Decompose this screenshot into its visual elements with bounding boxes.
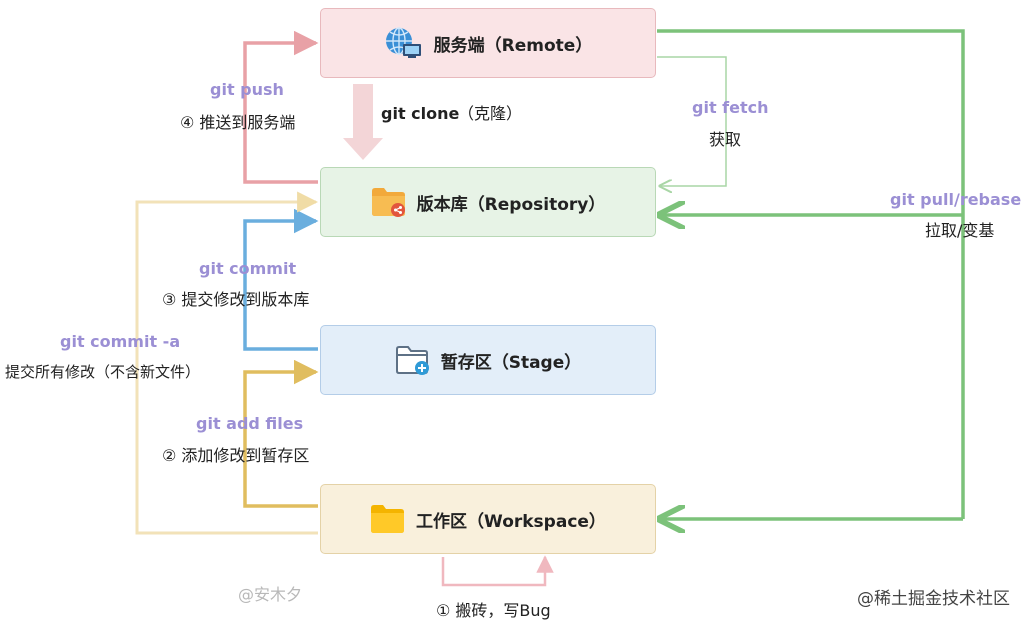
fetch-command: git fetch <box>692 98 769 117</box>
work-loop-arrow <box>441 555 554 587</box>
clone-command: git clone <box>381 104 460 123</box>
stage-node: 暂存区（Stage） <box>320 325 656 395</box>
site-watermark: @稀土掘金技术社区 <box>857 589 1010 609</box>
author-watermark: @安木夕 <box>238 585 303 604</box>
fetch-description: 获取 <box>709 130 742 149</box>
pull-description: 拉取/变基 <box>925 221 995 240</box>
push-description: ④ 推送到服务端 <box>180 113 296 132</box>
clone-description: （克隆） <box>458 104 523 123</box>
stage-label: 暂存区（Stage） <box>440 352 582 373</box>
fetch-arrow <box>657 56 727 186</box>
pull-command: git pull/rebase <box>890 190 1022 209</box>
workspace-node: 工作区（Workspace） <box>320 484 656 554</box>
commit-all-description: 提交所有修改（不含新文件） <box>5 363 201 381</box>
commit-arrow <box>243 208 319 351</box>
push-arrow <box>243 30 319 184</box>
commit-all-command: git commit -a <box>60 332 181 351</box>
globe-computer-icon <box>384 26 424 60</box>
push-command: git push <box>210 80 284 99</box>
repository-label: 版本库（Repository） <box>416 194 606 215</box>
repository-node: 版本库（Repository） <box>320 167 656 237</box>
commit-command: git commit <box>199 259 297 278</box>
add-command: git add files <box>196 414 304 433</box>
workspace-label: 工作区（Workspace） <box>416 511 606 532</box>
work-description: ① 搬砖，写Bug <box>436 601 551 620</box>
remote-label: 服务端（Remote） <box>433 35 593 56</box>
clone-arrow <box>343 84 383 160</box>
commit-all-arrow <box>135 191 319 535</box>
folder-share-icon <box>371 186 407 218</box>
commit-description: ③ 提交修改到版本库 <box>162 290 310 309</box>
add-description: ② 添加修改到暂存区 <box>162 446 310 465</box>
add-arrow <box>243 359 319 508</box>
folder-icon <box>370 504 406 534</box>
folder-add-icon <box>395 344 431 376</box>
pull-line <box>657 29 965 519</box>
remote-node: 服务端（Remote） <box>320 8 656 78</box>
